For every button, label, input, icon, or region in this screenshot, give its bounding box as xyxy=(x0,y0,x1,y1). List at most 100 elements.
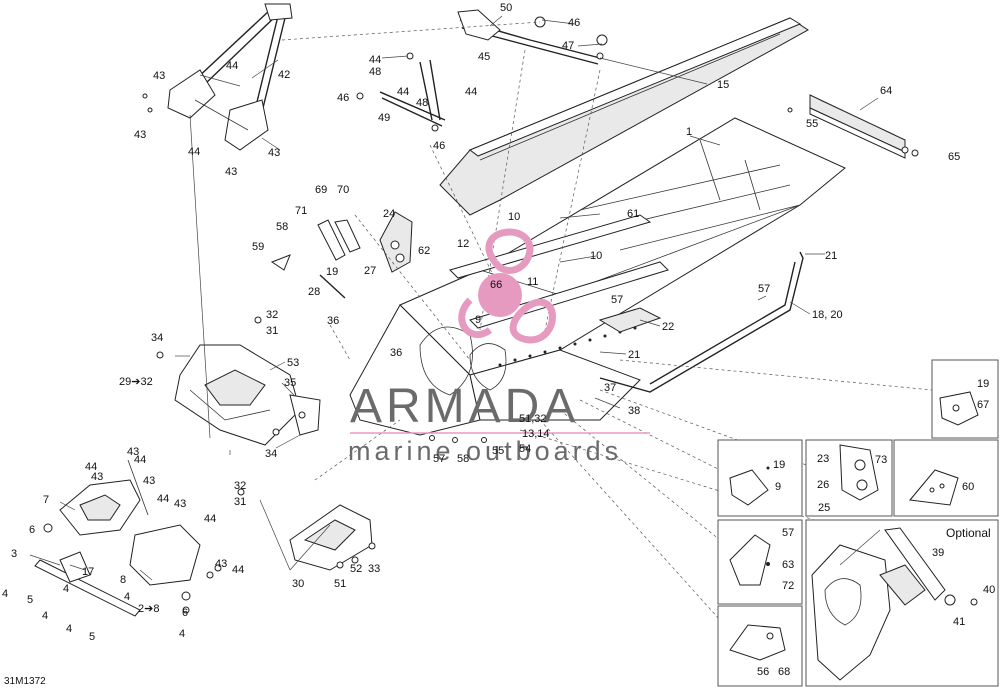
front-arm-assembly xyxy=(167,3,293,151)
callout-34: 34 xyxy=(151,332,163,344)
callout-64: 64 xyxy=(880,85,892,97)
support-brackets xyxy=(270,211,413,299)
callout-72: 72 xyxy=(782,580,794,592)
callout-7: 7 xyxy=(43,494,49,506)
drawing-code: 31M1372 xyxy=(4,676,46,687)
callout-70: 70 xyxy=(337,184,349,196)
callout-9: 9 xyxy=(775,481,781,493)
callout-43: 43 xyxy=(268,147,280,159)
callout-10: 10 xyxy=(508,211,520,223)
watermark-brand: ARMADA xyxy=(350,380,579,433)
callout-34: 34 xyxy=(265,448,277,460)
snow-flap xyxy=(809,94,906,159)
callout-68: 68 xyxy=(778,666,790,678)
callout-41: 41 xyxy=(953,616,965,628)
rear-bumper-inner xyxy=(649,261,796,385)
callout-43: 43 xyxy=(174,498,186,510)
callout-8: 8 xyxy=(120,574,126,586)
callout-45: 45 xyxy=(478,51,490,63)
front-bulkhead xyxy=(174,344,321,446)
callout-58: 58 xyxy=(457,453,469,465)
optional-label: Optional xyxy=(946,526,991,540)
callout-12: 12 xyxy=(457,238,469,250)
callout-63: 63 xyxy=(782,559,794,571)
callout-43: 43 xyxy=(143,475,155,487)
callout-23: 23 xyxy=(817,453,829,465)
leader-lines xyxy=(29,15,879,581)
callout-4: 4 xyxy=(124,591,130,603)
callout-18-20: 18, 20 xyxy=(812,309,843,321)
watermark-logo xyxy=(458,228,556,344)
callout-43: 43 xyxy=(91,471,103,483)
callout-46: 46 xyxy=(337,92,349,104)
callout-25: 25 xyxy=(818,502,830,514)
callout-73: 73 xyxy=(875,454,887,466)
callout-2-8: 2➔8 xyxy=(138,603,159,615)
callout-43: 43 xyxy=(225,166,237,178)
callout-31: 31 xyxy=(234,496,246,508)
callout-44: 44 xyxy=(157,493,169,505)
callout-27: 27 xyxy=(364,265,376,277)
callout-19: 19 xyxy=(977,378,989,390)
callout-60: 60 xyxy=(962,481,974,493)
callout-19: 19 xyxy=(326,266,338,278)
callout-56: 56 xyxy=(757,666,769,678)
callout-1: 1 xyxy=(686,126,692,138)
callout-10: 10 xyxy=(590,250,602,262)
callout-28: 28 xyxy=(308,286,320,298)
callout-17: 17 xyxy=(82,566,94,578)
callout-42: 42 xyxy=(278,69,290,81)
callout-39: 39 xyxy=(932,547,944,559)
callout-58: 58 xyxy=(276,221,288,233)
callout-31: 31 xyxy=(266,325,278,337)
callout-55: 55 xyxy=(806,118,818,130)
callout-52: 52 xyxy=(350,563,362,575)
callout-71: 71 xyxy=(295,205,307,217)
watermark-badge: 66 xyxy=(490,279,502,291)
callout-32: 32 xyxy=(266,309,278,321)
callout-22: 22 xyxy=(662,321,674,333)
callout-43: 43 xyxy=(153,70,165,82)
callout-48: 48 xyxy=(416,97,428,109)
callout-43: 43 xyxy=(134,129,146,141)
callout-40: 40 xyxy=(983,584,995,596)
callout-57: 57 xyxy=(433,453,445,465)
callout-44: 44 xyxy=(232,564,244,576)
callout-36: 36 xyxy=(327,315,339,327)
callout-35: 35 xyxy=(284,377,296,389)
callout-26: 26 xyxy=(817,479,829,491)
callout-5: 5 xyxy=(27,594,33,606)
callout-3: 3 xyxy=(11,548,17,560)
callout-21: 21 xyxy=(825,250,837,262)
callout-30: 30 xyxy=(292,578,304,590)
callout-48: 48 xyxy=(369,66,381,78)
callout-4: 4 xyxy=(63,583,69,595)
callout-54: 54 xyxy=(519,443,531,455)
callout-65: 65 xyxy=(948,151,960,163)
callout-36: 36 xyxy=(390,347,402,359)
callout-55: 55 xyxy=(492,445,504,457)
callout-13-14: 13,14 xyxy=(522,428,550,440)
inset-panels xyxy=(717,359,999,687)
callout-19: 19 xyxy=(773,459,785,471)
callout-44: 44 xyxy=(369,54,381,66)
callout-9: 9 xyxy=(475,314,481,326)
fastener-marks xyxy=(142,93,919,614)
callout-57: 57 xyxy=(611,294,623,306)
callout-4: 4 xyxy=(42,610,48,622)
callout-47: 47 xyxy=(562,40,574,52)
callout-57: 57 xyxy=(782,527,794,539)
callout-44: 44 xyxy=(465,86,477,98)
callout-43: 43 xyxy=(127,446,139,458)
callout-46: 46 xyxy=(568,17,580,29)
rear-bumper xyxy=(599,251,804,393)
callout-50: 50 xyxy=(500,2,512,14)
callout-57: 57 xyxy=(758,283,770,295)
callout-44: 44 xyxy=(85,461,97,473)
callout-43: 43 xyxy=(215,558,227,570)
callout-49: 49 xyxy=(378,112,390,124)
callout-24: 24 xyxy=(383,208,395,220)
callout-11: 11 xyxy=(527,276,538,288)
